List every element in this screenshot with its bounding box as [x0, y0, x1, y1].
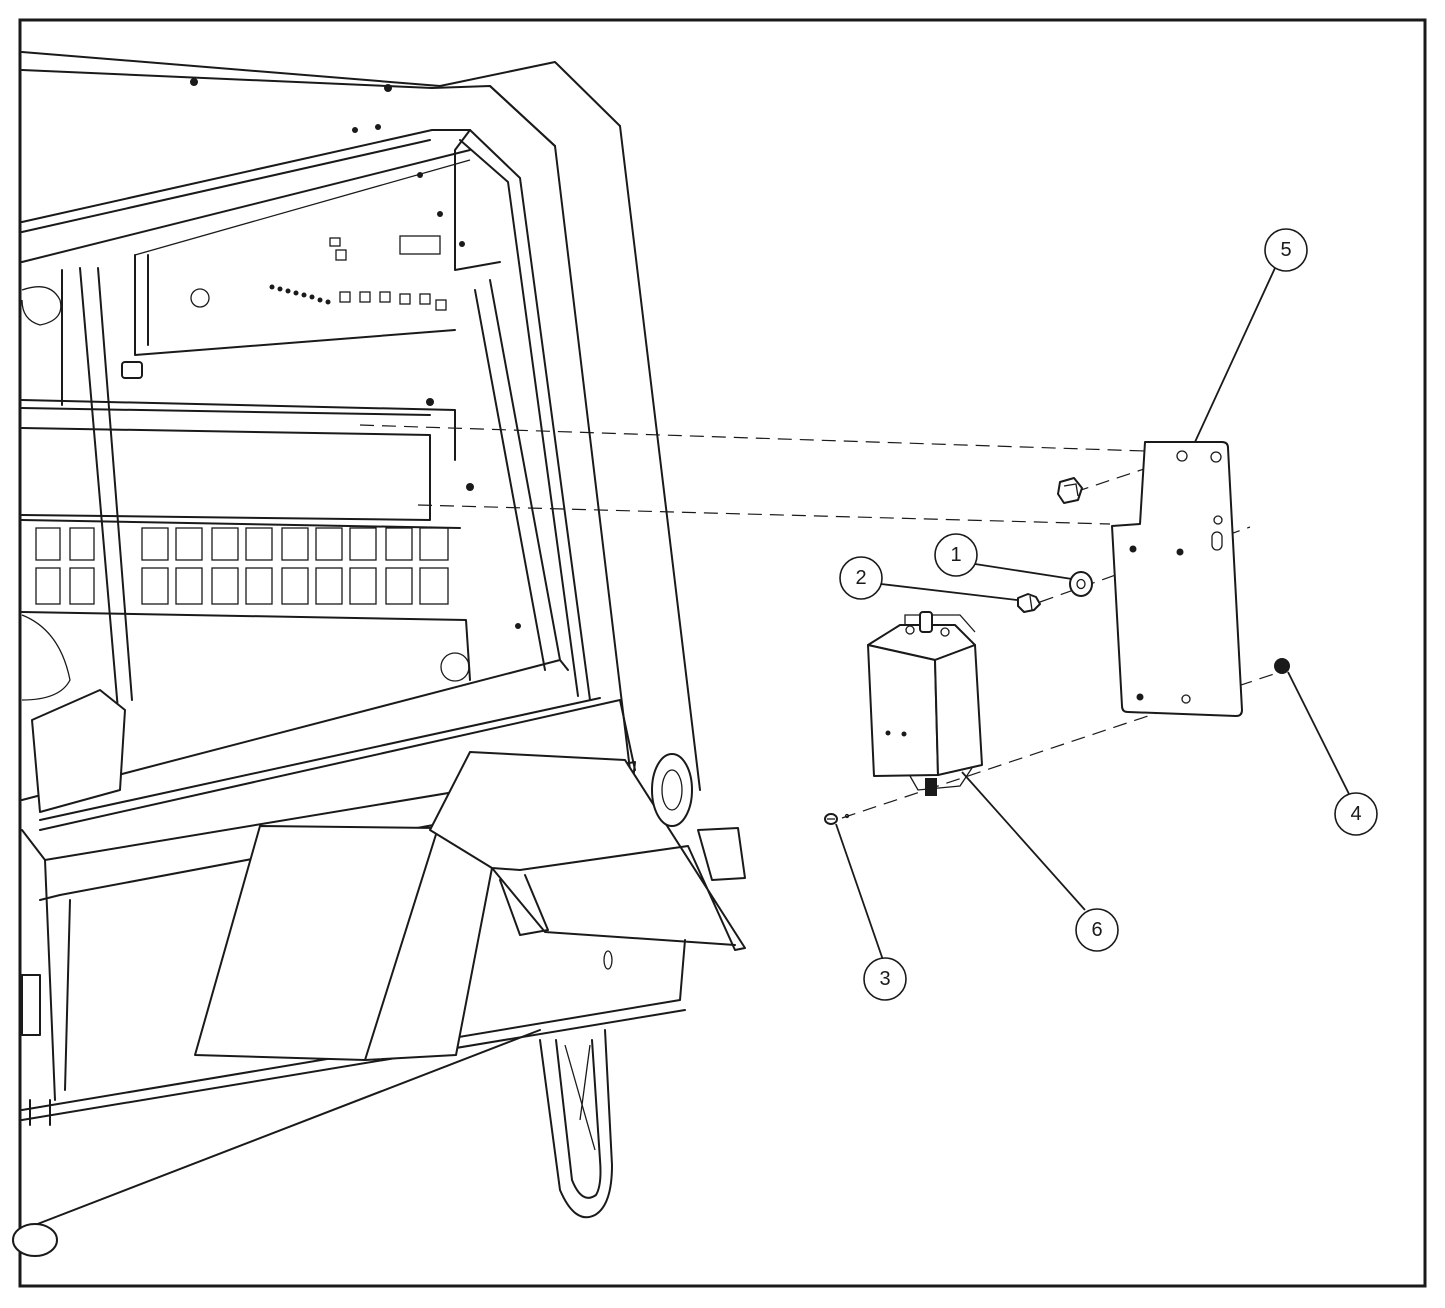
callout-1-label: 1 [950, 544, 961, 566]
screw-part-2 [1017, 593, 1041, 613]
callout-3: 3 [863, 957, 907, 1001]
callout-4-label: 4 [1350, 803, 1361, 825]
nut-part-4 [1274, 658, 1290, 674]
mounting-bracket-part-5 [1111, 441, 1243, 717]
callout-3-label: 3 [879, 968, 890, 990]
callout-4: 4 [1334, 792, 1378, 836]
callout-6-label: 6 [1091, 919, 1102, 941]
component-box-part-6 [867, 611, 983, 796]
callout-1: 1 [934, 533, 978, 577]
washer-part-1 [1069, 571, 1093, 597]
leader-4 [1287, 671, 1350, 795]
callout-2: 2 [839, 556, 883, 600]
leader-3 [835, 823, 884, 961]
callout-6: 6 [1075, 908, 1119, 952]
callout-5: 5 [1264, 228, 1308, 272]
leader-5 [1194, 267, 1276, 443]
leader-6 [961, 771, 1086, 911]
drawing-border [18, 18, 1427, 1288]
vent-grid [35, 527, 449, 605]
screw-part-3 [824, 813, 850, 825]
leader-2 [880, 583, 1018, 601]
leader-1 [974, 563, 1073, 580]
callout-2-label: 2 [855, 567, 866, 589]
bracket-bolt [1057, 477, 1083, 504]
callout-5-label: 5 [1280, 239, 1291, 261]
machine-housing [12, 51, 746, 1257]
